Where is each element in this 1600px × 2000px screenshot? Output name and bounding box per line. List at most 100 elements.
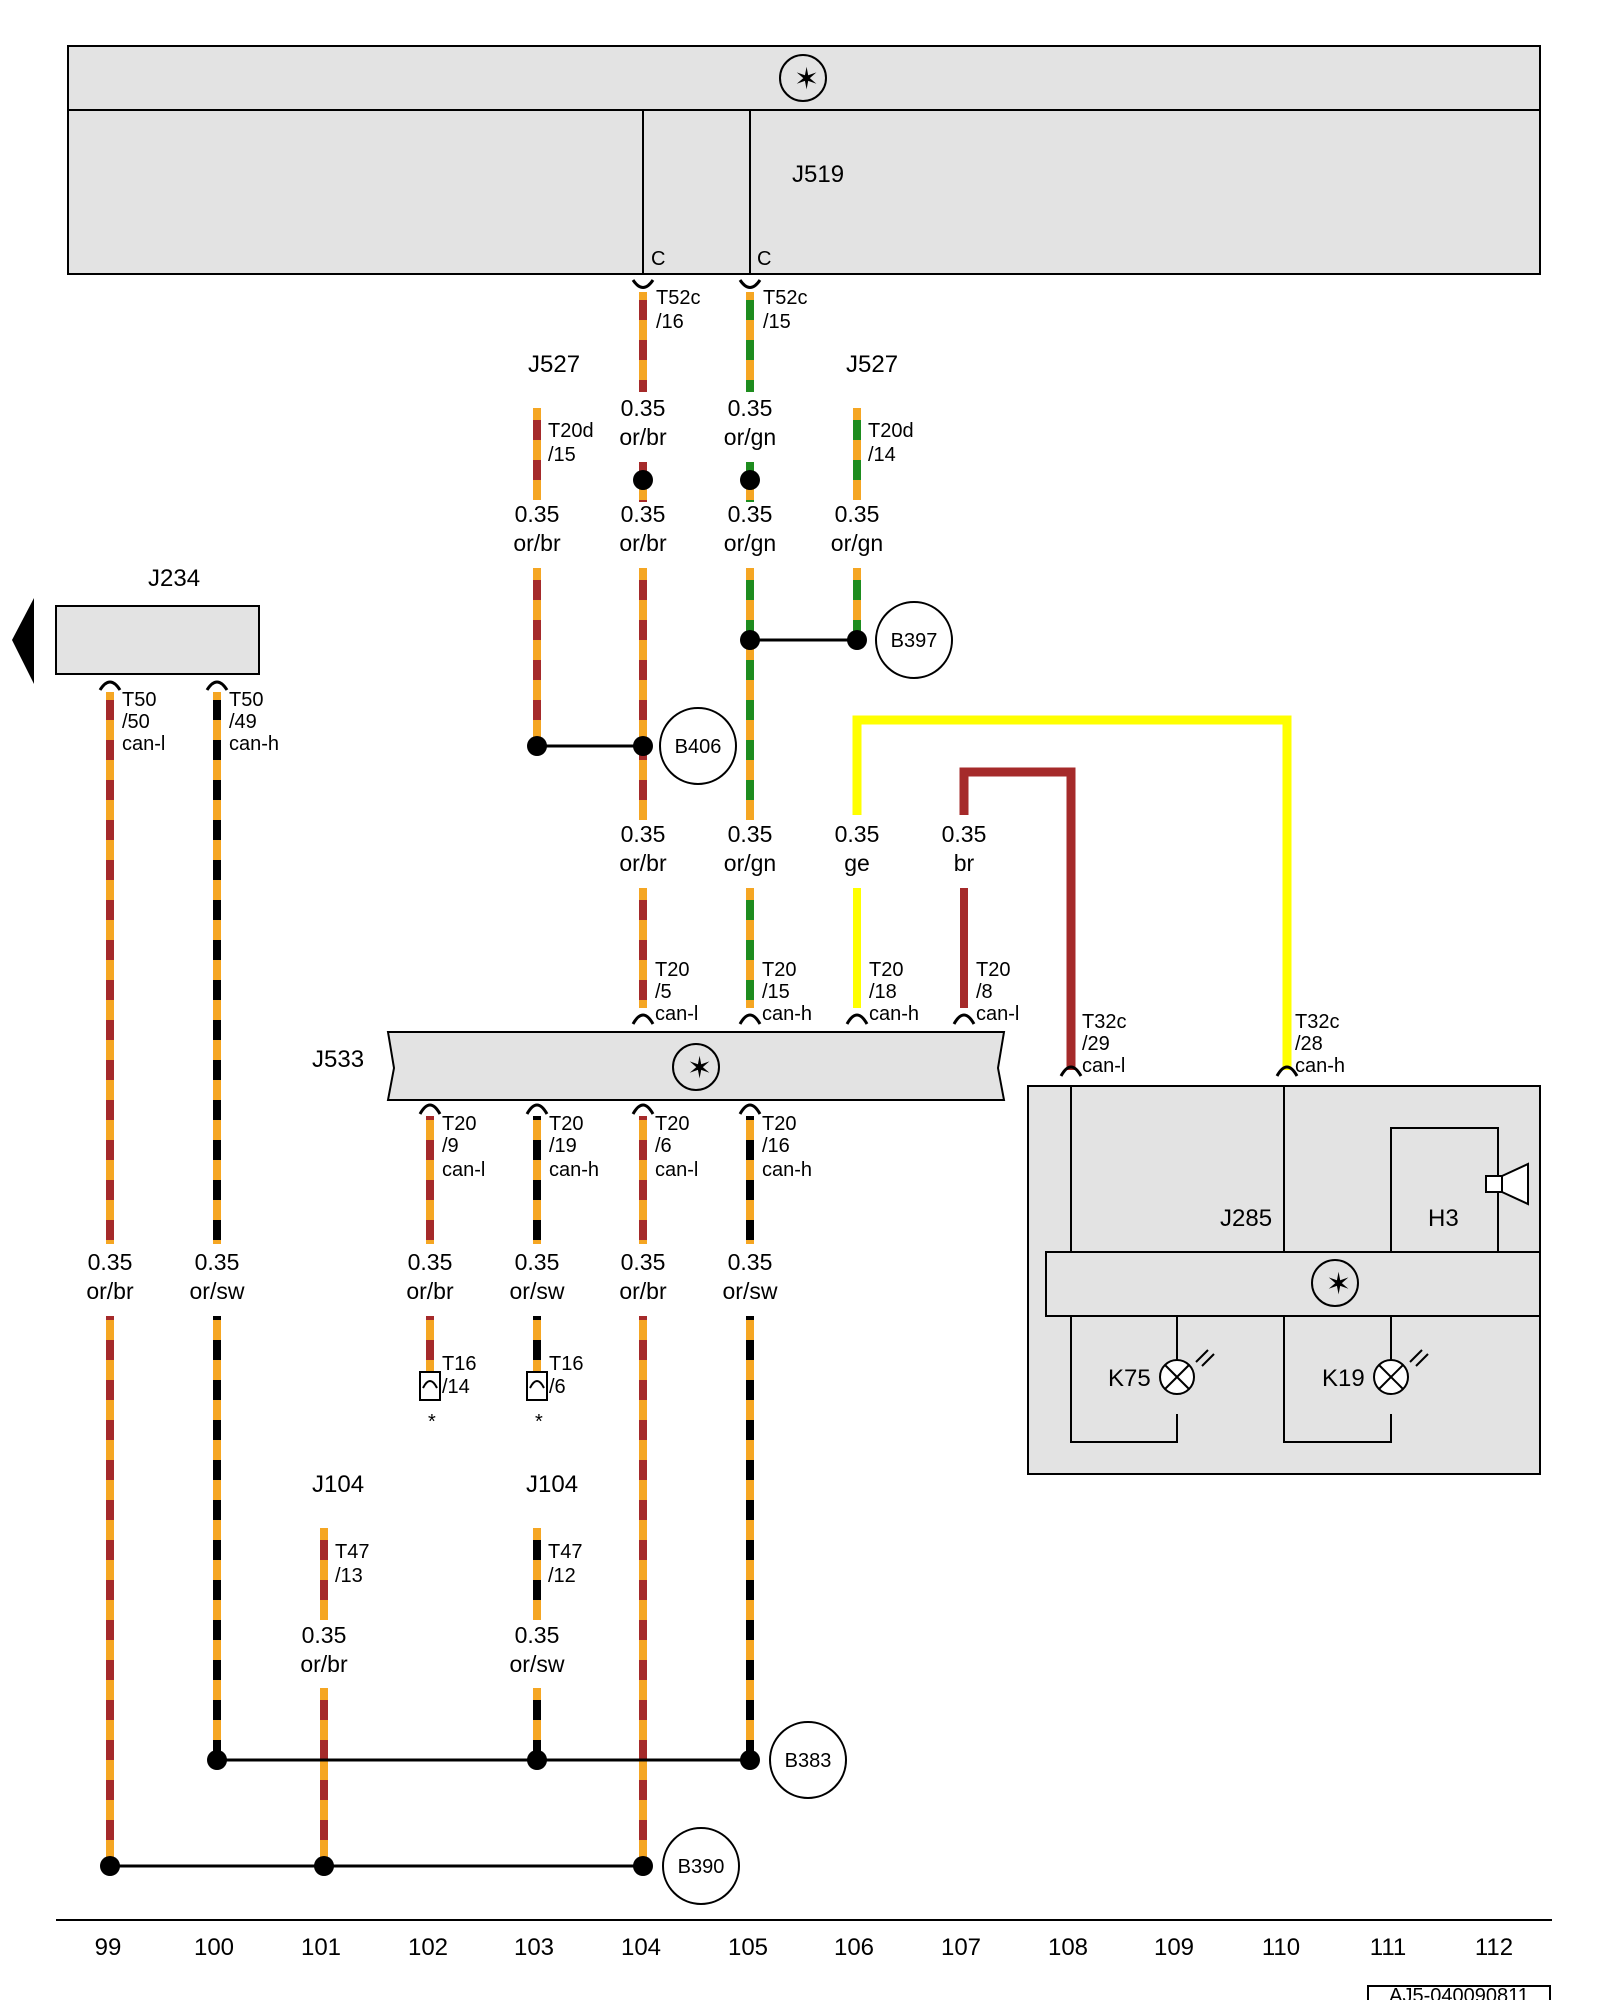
j285-instrument-cluster: J285 H3 ✶ K75 <box>1027 1085 1541 1475</box>
svg-text:0.35: 0.35 <box>88 1249 133 1275</box>
pin-c-right: C <box>757 248 771 270</box>
svg-text:/13: /13 <box>335 1565 363 1587</box>
svg-text:0.35: 0.35 <box>621 395 666 421</box>
wire-label-w6: 0.35 or/gn <box>831 501 883 556</box>
svg-text:0.35: 0.35 <box>728 395 773 421</box>
svg-text:T47: T47 <box>335 1541 369 1563</box>
svg-text:0.35: 0.35 <box>728 821 773 847</box>
svg-text:/19: /19 <box>549 1135 577 1157</box>
svg-text:or/br: or/br <box>86 1278 134 1304</box>
svg-text:T50: T50 <box>229 689 263 711</box>
connector-t50-49: T50 /49 can-h <box>205 680 279 755</box>
column-number: 100 <box>194 1934 234 1961</box>
wire-label-w3: 0.35 or/br <box>513 501 561 556</box>
column-numbers: 99 100 101 102 103 104 105 106 107 108 1… <box>95 1934 1513 1961</box>
svg-text:B406: B406 <box>675 736 722 758</box>
connector-t20-19: T20 /19 can-h <box>525 1103 599 1181</box>
column-number: 109 <box>1154 1934 1194 1961</box>
connector-t47-12: T47 /12 <box>548 1541 582 1587</box>
wire-label-w8: 0.35 or/gn <box>724 821 776 876</box>
label-j234: J234 <box>148 565 200 592</box>
svg-text:/15: /15 <box>763 311 791 333</box>
svg-text:or/br: or/br <box>619 424 667 450</box>
column-number: 103 <box>514 1934 554 1961</box>
splice-b397: B397 <box>875 601 953 679</box>
svg-text:or/gn: or/gn <box>831 530 883 556</box>
svg-text:/5: /5 <box>655 981 672 1003</box>
column-number: 104 <box>621 1934 661 1961</box>
svg-text:or/br: or/br <box>619 530 667 556</box>
wire-label-w4: 0.35 or/br <box>619 501 667 556</box>
svg-text:/49: /49 <box>229 711 257 733</box>
label-j527-left: J527 <box>528 351 580 378</box>
svg-text:T52c: T52c <box>656 287 700 309</box>
svg-text:*: * <box>535 1411 543 1433</box>
svg-text:/16: /16 <box>656 311 684 333</box>
svg-text:0.35: 0.35 <box>728 501 773 527</box>
svg-text:/14: /14 <box>868 444 896 466</box>
svg-text:T20d: T20d <box>868 420 914 442</box>
svg-text:0.35: 0.35 <box>621 821 666 847</box>
junction-dot <box>633 470 653 490</box>
svg-text:can-h: can-h <box>762 1159 812 1181</box>
column-number: 105 <box>728 1934 768 1961</box>
connector-t20d-15: T20d /15 <box>548 420 594 466</box>
svg-text:*: * <box>428 1411 436 1433</box>
label-j285: J285 <box>1220 1205 1272 1232</box>
label-j104-right: J104 <box>526 1471 578 1498</box>
svg-text:ge: ge <box>844 850 870 876</box>
continuation-arrow-icon <box>12 598 34 684</box>
svg-text:can-h: can-h <box>549 1159 599 1181</box>
svg-text:can-h: can-h <box>1295 1055 1345 1077</box>
wire-orgn-106-j527 <box>853 408 861 500</box>
j519-control-unit: ✶ J519 C C <box>67 45 1541 275</box>
wire-label-w2: 0.35 or/gn <box>724 395 776 450</box>
svg-text:T20: T20 <box>762 1113 796 1135</box>
connector-t20-8: T20 /8 can-l <box>952 959 1019 1025</box>
wire-label-w1: 0.35 or/br <box>619 395 667 450</box>
electronic-symbol-icon <box>1311 1259 1359 1307</box>
wire-label-w16: 0.35 or/sw <box>723 1249 778 1304</box>
svg-text:or/sw: or/sw <box>723 1278 778 1304</box>
svg-text:0.35: 0.35 <box>621 501 666 527</box>
column-number: 111 <box>1370 1934 1406 1961</box>
svg-text:or/br: or/br <box>406 1278 454 1304</box>
label-j519: J519 <box>792 161 844 188</box>
svg-text:0.35: 0.35 <box>515 501 560 527</box>
svg-text:0.35: 0.35 <box>195 1249 240 1275</box>
svg-text:0.35: 0.35 <box>942 821 987 847</box>
svg-text:can-l: can-l <box>1082 1055 1125 1077</box>
svg-text:B397: B397 <box>891 630 938 652</box>
svg-text:/14: /14 <box>442 1376 470 1398</box>
svg-text:/50: /50 <box>122 711 150 733</box>
svg-text:can-l: can-l <box>122 733 165 755</box>
svg-text:T52c: T52c <box>763 287 807 309</box>
svg-text:✶: ✶ <box>1326 1268 1351 1301</box>
svg-text:B383: B383 <box>785 1750 832 1772</box>
svg-text:0.35: 0.35 <box>621 1249 666 1275</box>
wire-label-w9: 0.35 ge <box>830 818 884 882</box>
svg-text:T32c: T32c <box>1295 1011 1339 1033</box>
connector-t52c-15: T52c /15 <box>738 279 807 333</box>
wire-label-w5: 0.35 or/gn <box>724 501 776 556</box>
connector-t20-9: T20 /9 can-l <box>418 1103 485 1181</box>
column-number: 101 <box>301 1934 341 1961</box>
svg-text:or/gn: or/gn <box>724 530 776 556</box>
connector-t20-16: T20 /16 can-h <box>738 1103 812 1181</box>
svg-text:/15: /15 <box>762 981 790 1003</box>
column-number: 102 <box>408 1934 448 1961</box>
connector-t20-5: T20 /5 can-l <box>631 959 698 1025</box>
svg-text:/18: /18 <box>869 981 897 1003</box>
svg-text:T16: T16 <box>549 1353 583 1375</box>
svg-text:/12: /12 <box>548 1565 576 1587</box>
svg-text:T20: T20 <box>869 959 903 981</box>
electronic-symbol-glyph: ✶ <box>794 63 819 96</box>
svg-text:T20: T20 <box>442 1113 476 1135</box>
lamp-k75-icon <box>1159 1349 1215 1395</box>
connector-t20-6: T20 /6 can-l <box>631 1103 698 1181</box>
svg-text:T20: T20 <box>655 959 689 981</box>
j533-gateway: ✶ J533 <box>312 1031 1006 1101</box>
svg-text:or/sw: or/sw <box>510 1651 565 1677</box>
connector-t52c-16: T52c /16 <box>631 279 700 333</box>
connector-t16-14: T16 /14 * <box>419 1353 476 1433</box>
